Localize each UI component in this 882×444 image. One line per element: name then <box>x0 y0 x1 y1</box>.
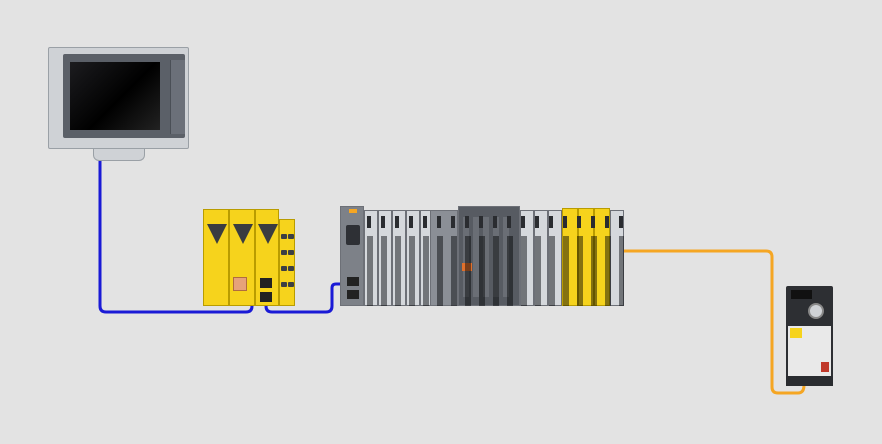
terminal-icon <box>288 250 294 255</box>
bus-coupler <box>340 206 364 306</box>
terminal-icon <box>281 266 287 271</box>
ethernet-cable-controller-io <box>264 282 346 314</box>
drive-display <box>791 290 812 299</box>
safety-controller-module-2 <box>229 209 255 306</box>
ethernet-port-icon <box>347 290 359 299</box>
terminal-icon <box>288 282 294 287</box>
safety-module-cover <box>207 224 227 244</box>
hmi-cable-connector <box>93 149 145 161</box>
fieldbus-cable-io-drive <box>624 249 806 395</box>
coupler-cover <box>346 225 360 245</box>
terminal-icon <box>281 234 287 239</box>
safety-io-terminal <box>279 219 295 306</box>
ethernet-cable-hmi-controller <box>98 152 258 314</box>
ethernet-port-icon <box>260 278 272 288</box>
io-station[interactable] <box>340 206 626 306</box>
safety-controller-module-1 <box>203 209 229 306</box>
coupler-led <box>349 209 357 213</box>
ethernet-port-icon <box>260 292 272 302</box>
terminal-icon <box>288 234 294 239</box>
hmi-side-panel <box>170 60 185 134</box>
terminal-icon <box>281 250 287 255</box>
ethernet-port-icon <box>347 277 359 286</box>
status-label <box>233 277 247 291</box>
terminal-icon <box>288 266 294 271</box>
safety-module-cover <box>233 224 253 244</box>
drive-knob-icon[interactable] <box>808 303 824 319</box>
drive-warning-label <box>821 362 829 372</box>
safety-module-cover <box>258 224 278 244</box>
terminal-rows <box>364 236 624 306</box>
drive-terminal-block <box>786 376 833 386</box>
terminal-icon <box>281 282 287 287</box>
safety-controller-module-3 <box>255 209 279 306</box>
safety-controller[interactable] <box>203 209 295 306</box>
drive-logo <box>790 328 802 338</box>
led-strip <box>364 216 624 228</box>
hmi-screen <box>70 62 160 130</box>
